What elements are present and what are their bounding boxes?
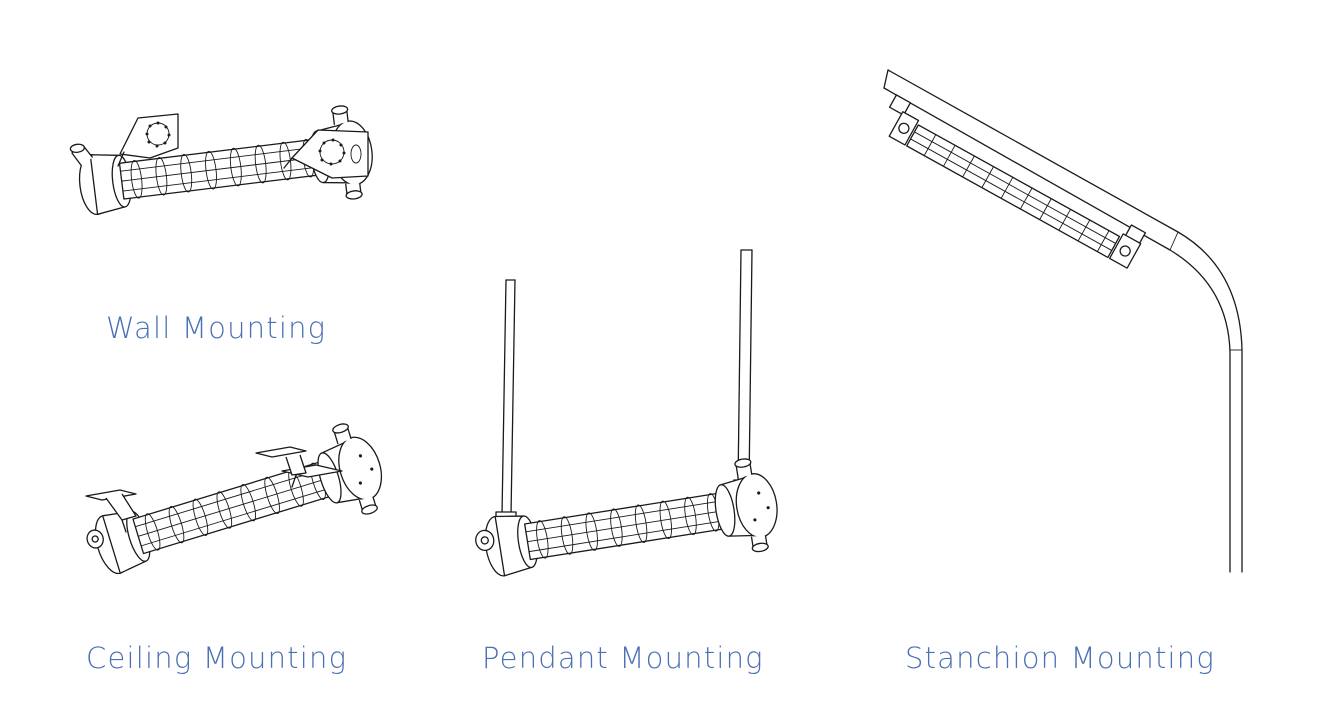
stanchion-mounting-caption: Stanchion Mounting: [905, 641, 1215, 675]
wall-mounted-light-fixture-icon: [69, 102, 379, 233]
wall-mounting-caption: Wall Mounting: [106, 311, 327, 345]
pendant-mounted-light-fixture-icon: [475, 249, 785, 595]
pendant-mounting-caption: Pendant Mounting: [482, 641, 764, 675]
ceiling-mounted-light-fixture-icon: [83, 416, 394, 594]
stanchion-mounted-light-fixture-icon: [883, 69, 1243, 573]
ceiling-mounting-caption: Ceiling Mounting: [86, 641, 348, 675]
